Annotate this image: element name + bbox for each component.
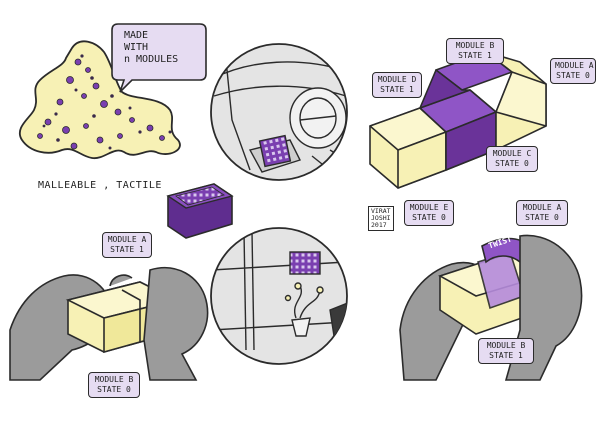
speech-line-3: n MODULES xyxy=(124,54,179,65)
signature-line-3: 2017 xyxy=(371,221,387,229)
speech-line-1: MADE xyxy=(124,30,149,41)
car-interior-scene xyxy=(210,43,348,181)
caption-malleable-tactile: MALLEABLE , TACTILE xyxy=(38,180,162,191)
artist-signature: VIRAT JOSHI 2017 xyxy=(368,206,394,231)
signature-line-2: JOSHI xyxy=(371,214,391,222)
malleable-blob xyxy=(19,40,181,159)
grid-module-standalone xyxy=(166,183,234,239)
signature-line-1: VIRAT xyxy=(371,207,391,215)
room-scene xyxy=(210,227,348,365)
speech-line-2: WITH xyxy=(124,42,149,53)
hands-holding-modules-left xyxy=(9,266,209,381)
speech-bubble xyxy=(111,23,207,93)
speech-bubble-text: MADE WITH n MODULES xyxy=(124,30,178,66)
